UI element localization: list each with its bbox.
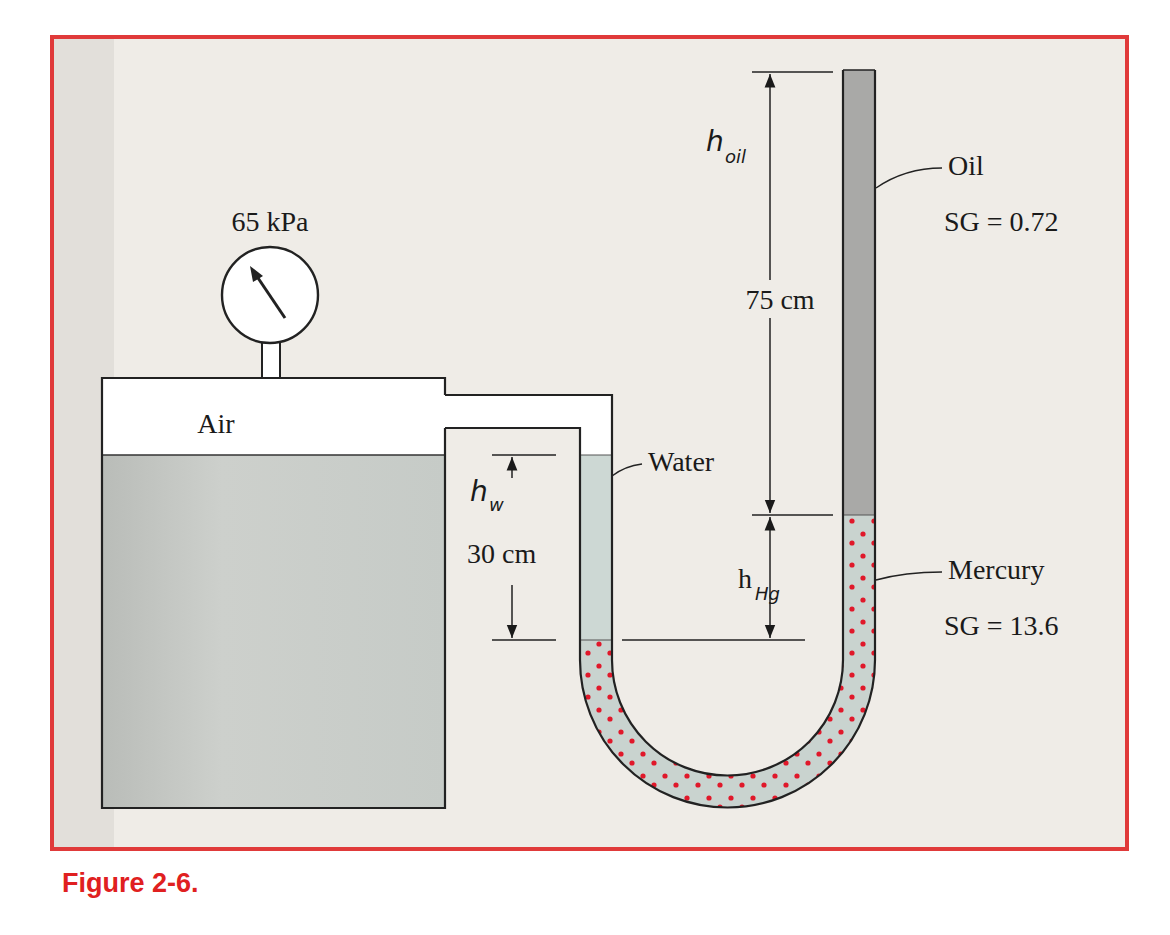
dimension-tick [752,71,833,73]
dimension-symbol: h [738,565,752,593]
dimension-line [511,457,513,478]
dimension-subscript: oil [725,148,746,166]
water-surface [102,454,445,456]
water-column [580,455,612,640]
mercury-column [580,515,875,807]
tank-outline [102,378,445,808]
leader-line [612,464,642,476]
dimension-tick [752,514,833,516]
dimension-line [511,585,513,638]
tube-inner-wall [445,70,843,776]
pressure-gauge [222,247,318,343]
dimension-line [769,517,771,638]
dimension-value: 30 cm [467,540,536,568]
specific-gravity: SG = 13.6 [944,612,1059,640]
water-meniscus [580,455,612,456]
dimension-subscript: Hg [755,585,780,603]
mercury-surface [843,515,875,516]
tube-open-end [843,69,875,71]
mercury-surface [580,640,612,641]
tank-water [102,455,445,808]
gauge-reading: 65 kPa [232,208,309,236]
tank-air [102,378,445,808]
leader-line [876,168,942,188]
fluid-label: Water [648,448,714,476]
tube-outer-wall [445,70,875,807]
fluid-label: Mercury [948,556,1044,584]
oil-column [843,70,875,515]
gauge-needle-tip [250,266,263,282]
dimension-tick [492,639,556,641]
gauge-stem [262,342,280,378]
dimension-symbol: h [470,478,488,506]
dimension-tick [492,454,556,456]
figure-frame [52,37,1127,849]
reference-line [622,639,805,641]
figure-caption: Figure 2-6. [62,868,199,899]
gauge-needle [256,275,285,318]
dimension-subscript: w [489,496,504,514]
dimension-value: 75 cm [745,286,814,314]
dimension-line [769,74,771,280]
leg-air [580,395,612,455]
dimension-symbol: h [706,128,724,156]
dimension-line [769,318,771,513]
fluid-label: Oil [948,152,984,180]
region-label: Air [197,410,234,438]
specific-gravity: SG = 0.72 [944,208,1059,236]
leader-line [876,572,942,580]
